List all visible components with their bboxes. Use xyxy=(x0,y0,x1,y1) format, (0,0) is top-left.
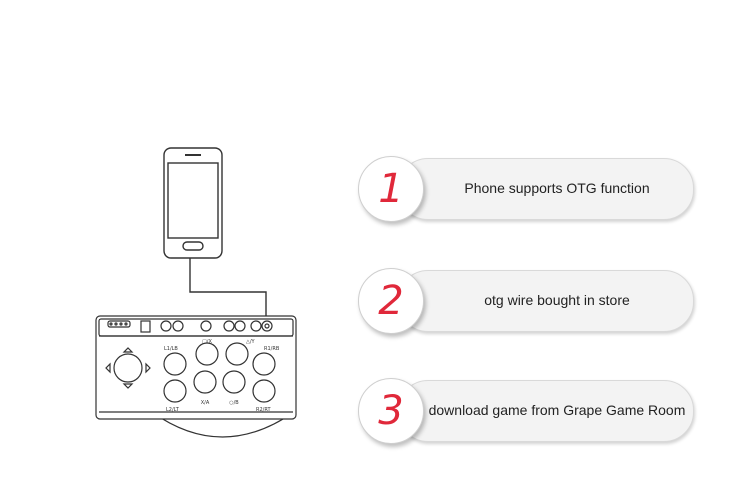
label-r2-rt: R2/RT xyxy=(256,407,271,413)
l1-lb-button xyxy=(163,352,187,376)
label-l2-lt: L2/LT xyxy=(166,407,180,413)
label-square-x: □/X xyxy=(202,339,212,345)
label-x-a: X/A xyxy=(201,400,210,406)
label-l1-lb: L1/LB xyxy=(164,346,178,352)
step-3: 3 download game from Grape Game Room xyxy=(358,378,694,444)
arcade-controller-icon xyxy=(95,315,297,438)
smartphone-icon xyxy=(163,147,223,259)
step-2-pill xyxy=(398,270,694,332)
label-triangle-y: △/Y xyxy=(246,339,256,345)
step-2-number: 2 xyxy=(378,278,404,324)
circle-b-button xyxy=(222,370,246,394)
step-3-pill xyxy=(398,380,694,442)
label-circle-b: ○/B xyxy=(229,400,239,406)
step-3-number: 3 xyxy=(378,388,404,434)
step-2-label: otg wire bought in store xyxy=(484,292,630,308)
l2-lt-button xyxy=(163,379,187,403)
step-3-badge: 3 xyxy=(358,378,424,444)
step-1-label: Phone supports OTG function xyxy=(464,180,650,196)
triangle-y-button xyxy=(225,342,249,366)
x-a-button xyxy=(193,370,217,394)
r1-rb-button xyxy=(252,352,276,376)
step-1-number: 1 xyxy=(378,166,404,212)
step-3-label: download game from Grape Game Room xyxy=(428,402,686,418)
step-1-pill xyxy=(398,158,694,220)
label-r1-rb: R1/RB xyxy=(264,346,280,352)
step-1: 1 Phone supports OTG function xyxy=(358,156,694,222)
step-2: 2 otg wire bought in store xyxy=(358,268,694,334)
step-1-badge: 1 xyxy=(358,156,424,222)
step-2-badge: 2 xyxy=(358,268,424,334)
square-x-button xyxy=(195,342,219,366)
otg-cable xyxy=(189,258,267,320)
r2-rt-button xyxy=(252,379,276,403)
